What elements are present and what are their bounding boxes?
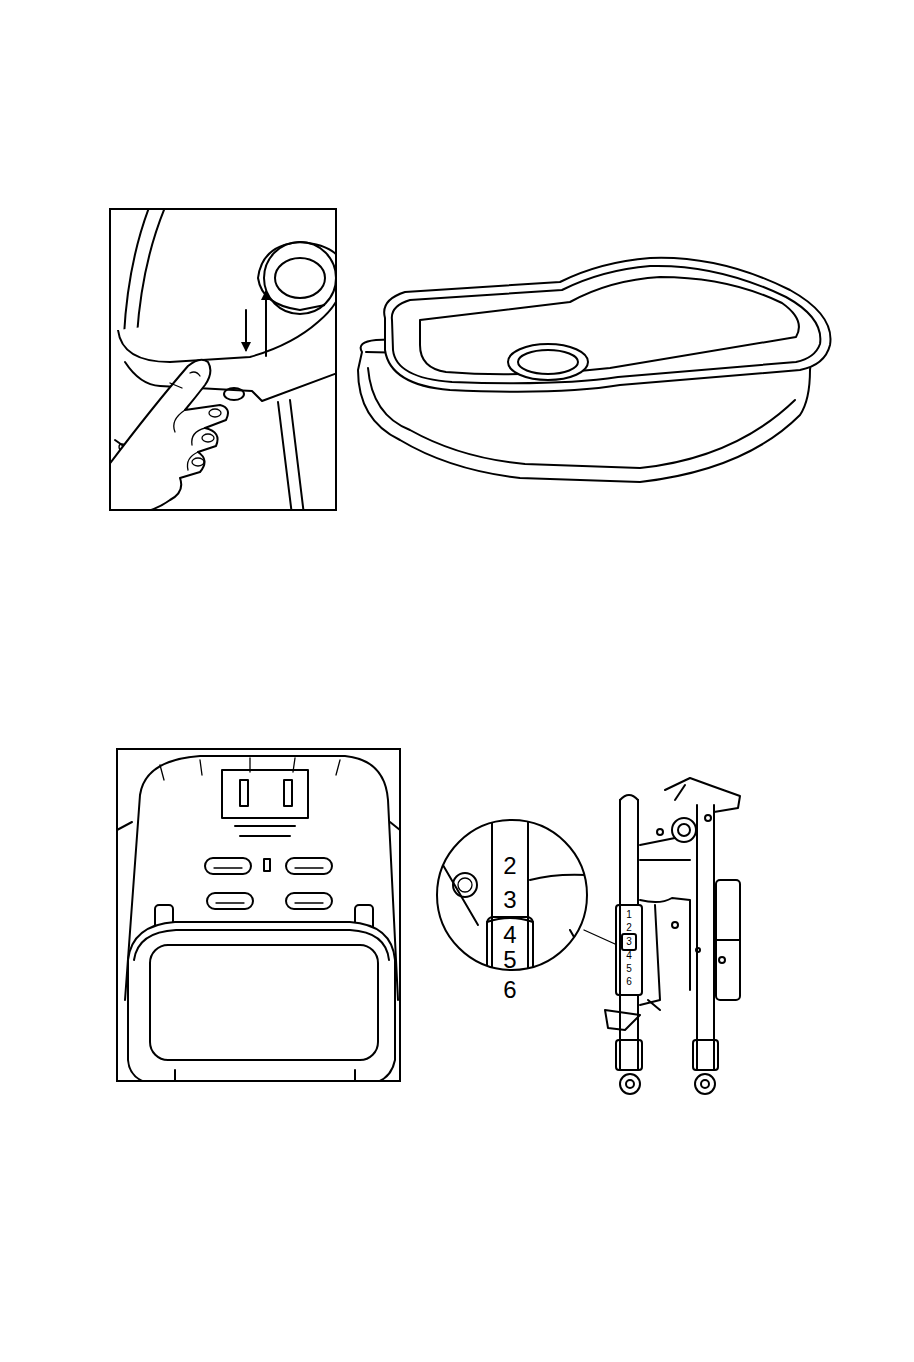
scale-number: 4 [503, 923, 516, 947]
seat-top-view [117, 749, 400, 1085]
scale-number: 5 [503, 948, 516, 972]
scale-number-small: 4 [626, 951, 632, 961]
folded-chair [605, 778, 740, 1094]
tray-release-detail [105, 205, 345, 520]
scale-number: 3 [503, 888, 516, 912]
scale-number-small: 1 [626, 910, 632, 920]
scale-number-small: 6 [626, 977, 632, 987]
height-scale-zoom [430, 815, 615, 1000]
scale-number-small: 5 [626, 964, 632, 974]
scale-number-small: 3 [626, 937, 632, 947]
scale-number-small: 2 [626, 923, 632, 933]
scale-number: 6 [503, 978, 516, 1002]
tray-parts [358, 258, 831, 482]
scale-number: 2 [503, 854, 516, 878]
